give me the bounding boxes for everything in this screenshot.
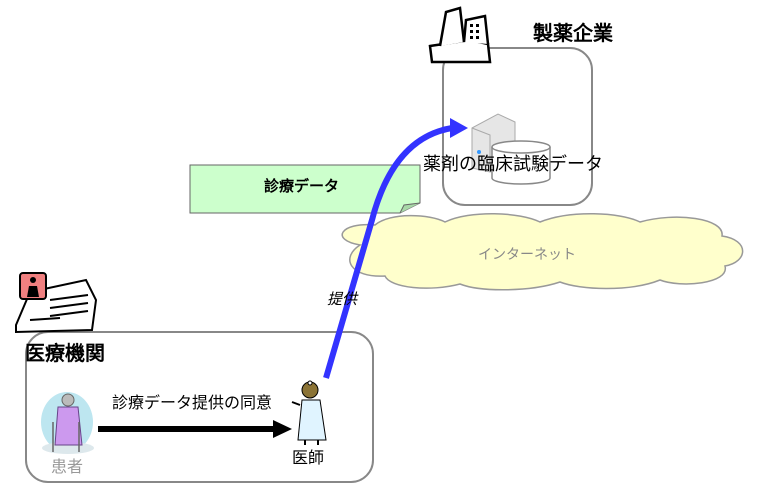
- patient-icon: [41, 392, 94, 454]
- patient-label: 患者: [51, 457, 84, 476]
- internet-cloud: [341, 213, 744, 291]
- database-icon: [491, 140, 551, 185]
- provide-label: 提供: [327, 290, 358, 308]
- hospital-box: [25, 331, 374, 483]
- provide-arrow: [323, 118, 468, 379]
- hospital-title: 医療機関: [25, 341, 105, 365]
- diagnosis-data-label: 診療データ: [264, 177, 340, 195]
- consent-label: 診療データ提供の同意: [112, 393, 273, 412]
- doctor-icon: [291, 380, 327, 445]
- internet-label: インターネット: [478, 247, 576, 263]
- hospital-building-icon: [15, 272, 98, 334]
- pharma-building-icon: [428, 6, 492, 64]
- pharma-title: 製薬企業: [533, 21, 613, 45]
- consent-arrow: [98, 420, 292, 438]
- doctor-label: 医師: [292, 448, 325, 467]
- clinical-data-label: 薬剤の臨床試験データ: [423, 154, 603, 175]
- diagnosis-data-note: [189, 164, 421, 214]
